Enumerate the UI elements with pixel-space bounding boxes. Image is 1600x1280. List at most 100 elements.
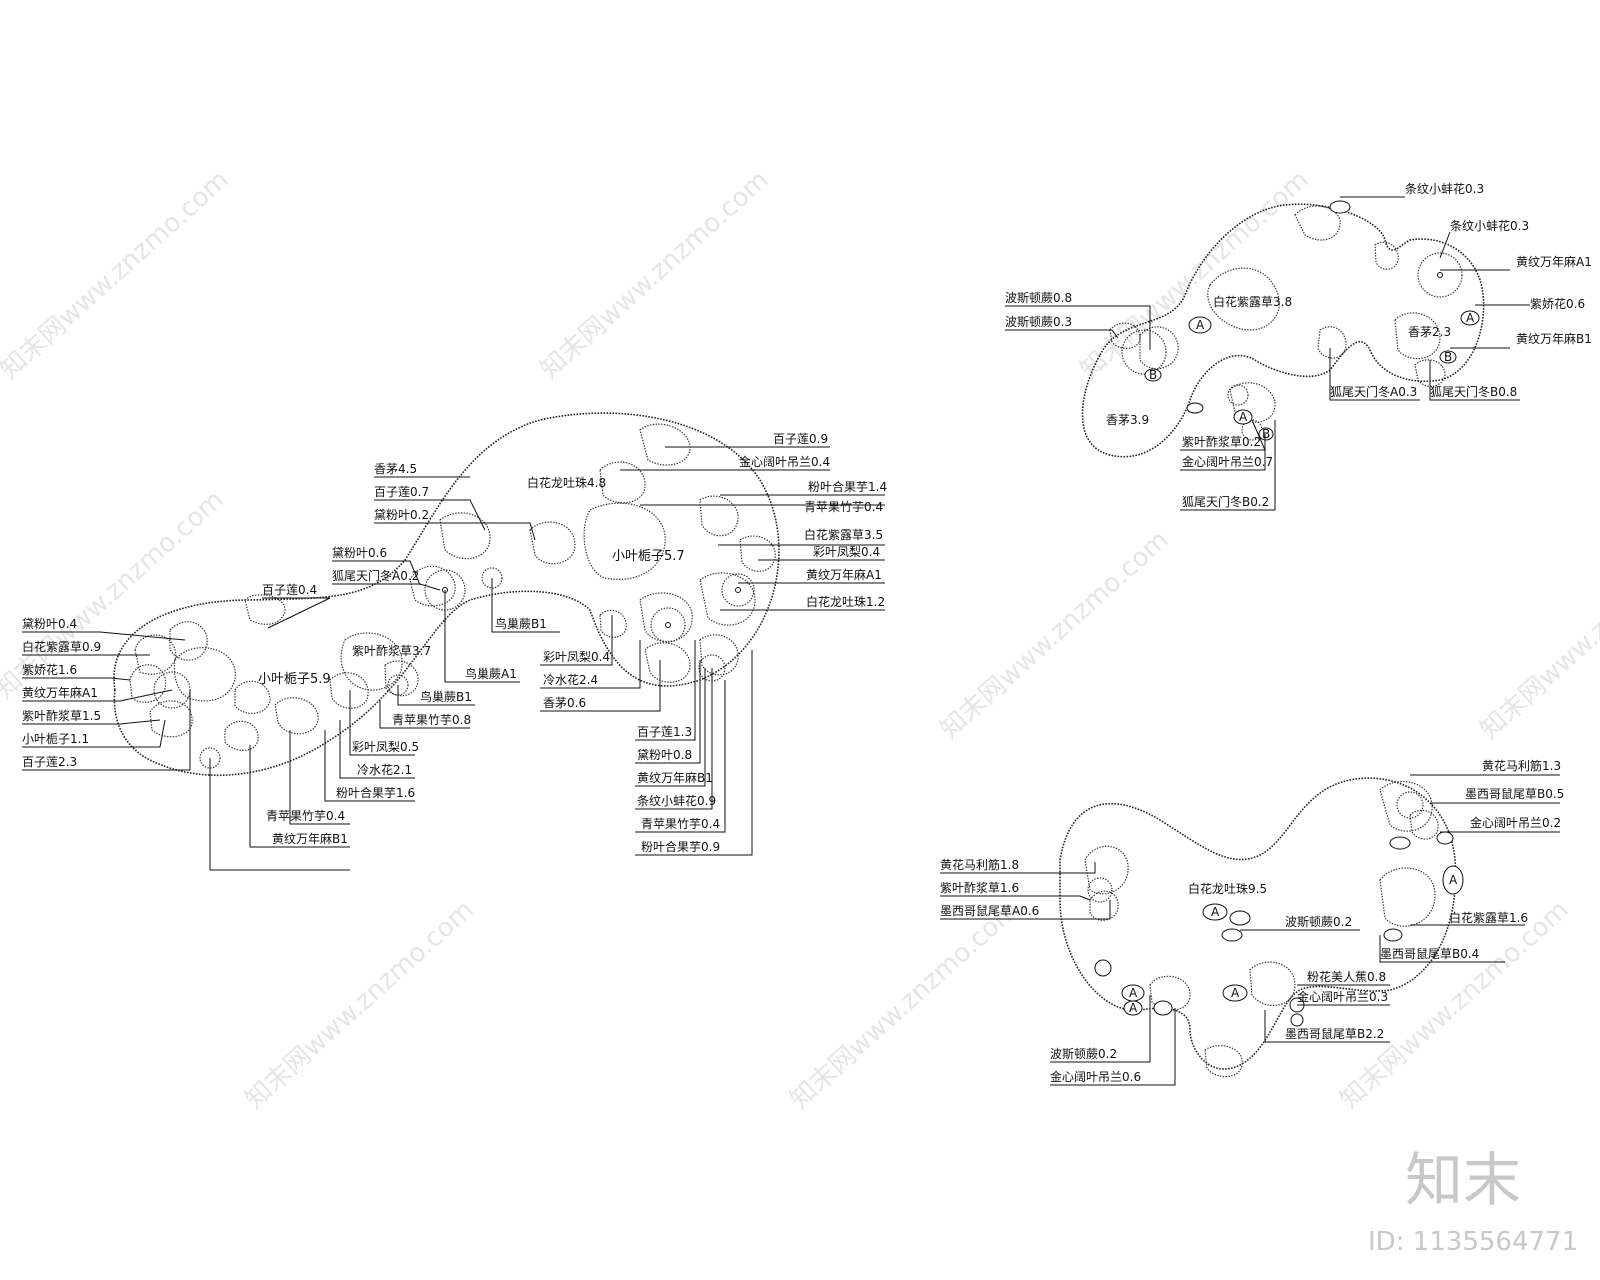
callout-label: 黄纹万年麻B1: [1516, 331, 1592, 346]
plant-point: [665, 622, 671, 628]
callout-label: 白花紫露草0.9: [22, 639, 101, 654]
callouts-plan1-middle: 紫叶酢浆草3.7 鸟巢蕨A1 鸟巢蕨B1 鸟巢蕨B1 青苹果竹芋0.8 彩叶凤梨…: [209, 578, 560, 871]
callout-label: 彩叶凤梨0.5: [352, 740, 419, 754]
plant-clump: [1374, 241, 1399, 270]
callouts-plan3: 黄花马利筋1.8 紫叶酢浆草1.6 墨西哥鼠尾草A0.6 黄花马利筋1.3 墨西…: [940, 758, 1564, 1086]
plant-symbol-letter: B: [1149, 368, 1157, 382]
callout-label: 粉叶合果芋1.4: [808, 479, 887, 494]
plant-symbol-letter: A: [1129, 986, 1138, 1000]
leader-line: [940, 862, 1096, 874]
callout-label: 紫叶酢浆草1.6: [940, 880, 1019, 895]
callout-label: 鸟巢蕨B1: [420, 689, 472, 704]
callout-label: 条纹小蚌花0.3: [1450, 218, 1529, 233]
brand-logo: 知末: [1405, 1146, 1521, 1214]
callout-label: 狐尾天门冬A0.2: [332, 568, 419, 583]
plant-clump: [224, 720, 259, 751]
plant-label: 小叶栀子5.9: [258, 672, 331, 687]
plant-symbol: [1329, 200, 1351, 214]
callout-label: 紫叶酢浆草3.7: [352, 643, 431, 658]
leader-line: [22, 719, 166, 748]
plant-clump: [340, 632, 403, 691]
leader-line: [940, 900, 1111, 920]
leader-line: [379, 700, 470, 729]
plant-clump: [409, 565, 456, 607]
plant-symbol: [1436, 831, 1454, 845]
plant-clump: [1139, 326, 1179, 370]
leader-line: [22, 719, 161, 725]
callout-label: 青苹果竹芋0.4: [804, 500, 883, 514]
plant-clump: [1379, 867, 1436, 927]
bed-outline-1: [113, 412, 780, 777]
callout-label: 黄纹万年麻B1: [272, 831, 348, 846]
callout-label: 黛粉叶0.8: [637, 748, 692, 762]
plant-symbol: [1229, 910, 1251, 926]
callout-label: 冷水花2.4: [543, 672, 598, 687]
plant-clump: [639, 423, 691, 466]
leader-line: [540, 640, 641, 689]
plant-clump: [134, 634, 177, 675]
plant-clump: [1379, 781, 1433, 832]
leader-line: [289, 730, 350, 825]
callout-label: 金心阔叶吊兰0.7: [1182, 454, 1273, 469]
callout-label: 白花紫露草3.5: [804, 527, 883, 542]
callouts-plan1-upper: 百子莲0.4 黛粉叶0.6 狐尾天门冬A0.2 香茅4.5 百子莲0.7 黛粉叶…: [262, 462, 536, 629]
callout-label: 紫娇花0.6: [1530, 296, 1585, 311]
plant-clump: [739, 535, 776, 572]
callout-label: 百子莲0.4: [262, 583, 317, 597]
brand-id: ID: 1135564771: [1368, 1227, 1578, 1257]
callout-label: 紫叶酢浆草1.5: [22, 708, 101, 723]
leader-line: [1050, 995, 1151, 1063]
leader-line: [1050, 1008, 1176, 1086]
callout-label: 小叶栀子1.1: [22, 732, 89, 746]
leader-line: [1005, 305, 1151, 350]
plant-clump: [234, 680, 271, 714]
plant-clump: [387, 674, 409, 696]
callout-label: 紫娇花1.6: [22, 662, 77, 677]
callout-label: 青苹果竹芋0.8: [392, 713, 471, 727]
callout-label: 黄纹万年麻B1: [637, 770, 713, 785]
plant-label: 白花紫露草3.8: [1213, 294, 1292, 309]
leader-line: [540, 660, 661, 712]
plant-clump: [650, 607, 686, 643]
callout-label: 香茅4.5: [374, 462, 417, 476]
leader-line: [1379, 935, 1505, 963]
plant-label: 香茅2.3: [1408, 325, 1451, 339]
plant-clump: [1227, 384, 1249, 406]
plant-clump: [699, 495, 739, 537]
watermark: 知末网www.znzmo.com: [0, 165, 235, 385]
plant-symbol: [1186, 402, 1204, 414]
callout-label: 金心阔叶吊兰0.3: [1297, 989, 1388, 1004]
callout-label: 墨西哥鼠尾草B0.5: [1465, 787, 1564, 801]
plant-clump: [1414, 359, 1446, 387]
leader-line: [397, 685, 475, 706]
leader-line: [22, 631, 186, 641]
plant-symbol-letter: A: [1129, 1001, 1138, 1015]
leader-line: [1180, 434, 1266, 471]
plant-label: 白花龙吐珠9.5: [1188, 881, 1267, 896]
plant-clump: [149, 700, 193, 738]
plant-clump: [583, 502, 666, 580]
callout-label: 黄花马利筋1.8: [940, 857, 1019, 872]
callout-label: 黄纹万年麻A1: [1516, 254, 1592, 269]
plant-clump: [529, 521, 576, 565]
leader-line: [332, 560, 421, 586]
callout-label: 条纹小蚌花0.9: [637, 793, 716, 808]
callouts-plan1-lower-right: 百子莲1.3 黛粉叶0.8 黄纹万年麻B1 条纹小蚌花0.9 青苹果竹芋0.4 …: [635, 640, 753, 856]
plant-symbol: [1460, 310, 1480, 326]
plant-symbol-letter: A: [1196, 318, 1205, 332]
callout-label: 鸟巢蕨A1: [465, 666, 517, 681]
callout-label: 波斯顿蕨0.2: [1285, 915, 1352, 929]
callout-label: 粉叶合果芋0.9: [641, 839, 720, 854]
plant-symbol: [1144, 368, 1162, 382]
callout-label: 青苹果竹芋0.4: [266, 809, 345, 823]
callout-label: 黛粉叶0.4: [22, 617, 77, 631]
plant-symbol: [1123, 1000, 1143, 1016]
leader-line: [1439, 231, 1451, 259]
plant-label: 香茅3.9: [1106, 413, 1149, 427]
leader-line: [324, 730, 415, 802]
watermark: 知末网www.znzmo.com: [935, 525, 1175, 745]
callout-label: 狐尾天门冬B0.8: [1430, 384, 1517, 399]
plant-clump: [639, 592, 693, 643]
leader-line: [1005, 329, 1119, 339]
